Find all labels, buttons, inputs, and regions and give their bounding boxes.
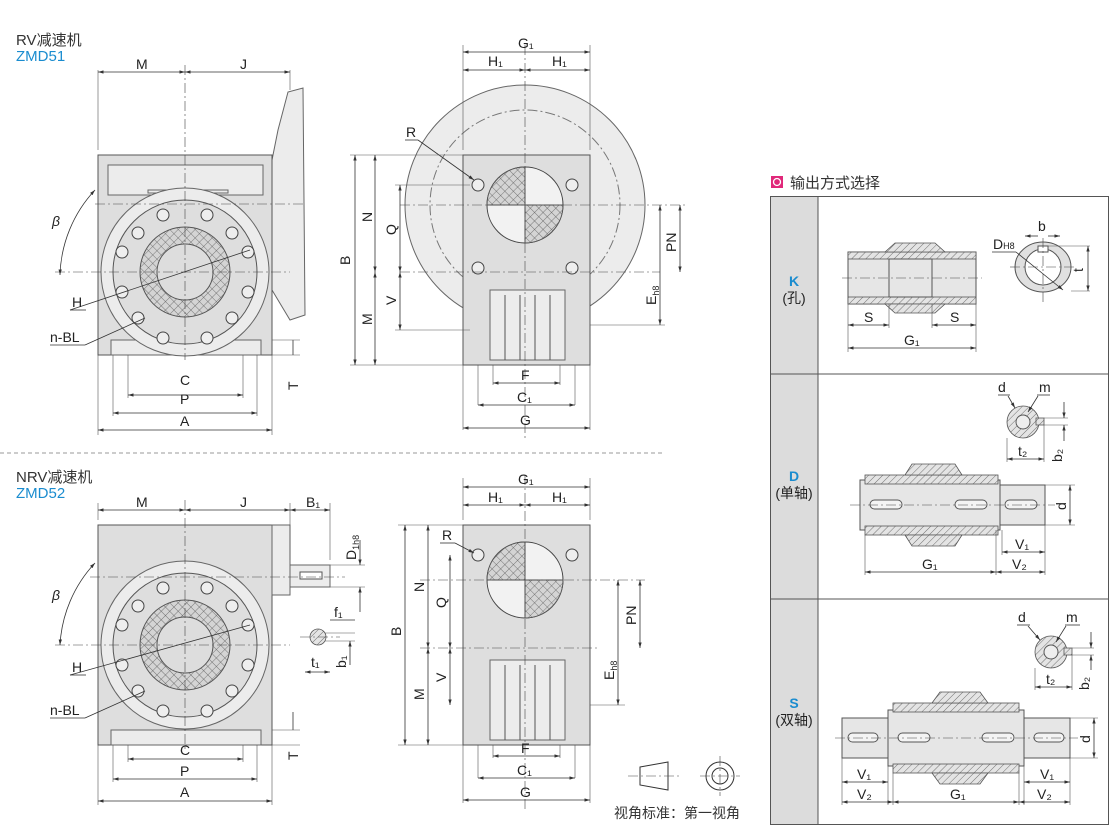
dim-G1: G₁ — [950, 786, 966, 802]
dim-Q: Q — [383, 224, 399, 235]
dim-H1-right: H₁ — [552, 53, 567, 69]
dim-V1-left: V₁ — [857, 766, 871, 782]
dim-A: A — [180, 784, 190, 800]
dim-N: N — [359, 212, 375, 222]
dim-B: B — [337, 256, 353, 265]
cone-icon — [639, 761, 669, 791]
dim-G1: G₁ — [518, 471, 534, 487]
dim-m: m — [1039, 379, 1051, 395]
dim-M: M — [136, 56, 148, 72]
dim-b1: b₁ — [333, 655, 349, 668]
circles-icon — [700, 756, 740, 796]
dim-C: C — [180, 372, 190, 388]
dim-H: H — [72, 659, 82, 675]
dim-V1: V₁ — [1015, 536, 1029, 552]
dim-G1: G₁ — [904, 332, 920, 348]
dim-n-BL: n-BL — [50, 702, 80, 718]
option-name: (双轴) — [775, 712, 812, 728]
dim-b2: b₂ — [1049, 449, 1065, 462]
option-name: (单轴) — [775, 485, 812, 501]
dim-PN: PN — [623, 606, 639, 625]
dim-P: P — [180, 391, 189, 407]
option-code: S — [789, 695, 798, 711]
option-name: (孔) — [782, 290, 805, 306]
dim-T: T — [285, 381, 301, 390]
option-code: D — [789, 468, 799, 484]
dim-G: G — [520, 784, 531, 800]
dim-beta: β — [51, 587, 60, 603]
rv-model: ZMD51 — [16, 48, 65, 65]
output-options-heading: 输出方式选择 — [790, 175, 880, 192]
dim-R: R — [406, 124, 416, 140]
dim-n-BL: n-BL — [50, 329, 80, 345]
rv-front-view: RV减速机 ZMD51 M J β H n-BL — [16, 32, 306, 435]
dim-G1: G₁ — [518, 35, 534, 51]
rv-side-view: G₁ H₁ H₁ R B N M Q V PN Eh8 F C₁ G — [337, 35, 685, 440]
dim-PN: PN — [663, 233, 679, 252]
dim-beta: β — [51, 213, 60, 229]
dim-V: V — [383, 295, 399, 305]
option-row-S: S (双轴) d m t₂ b₂ — [775, 609, 1098, 805]
dim-H1-left: H₁ — [488, 53, 503, 69]
dim-V1-right: V₁ — [1040, 766, 1054, 782]
dim-J: J — [240, 494, 247, 510]
dim-V2-left: V₂ — [857, 786, 872, 802]
dim-H1-left: H₁ — [488, 489, 503, 505]
dim-P: P — [180, 763, 189, 779]
dim-G: G — [520, 412, 531, 428]
dim-T: T — [285, 751, 301, 760]
dim-t2: t₂ — [1018, 443, 1027, 459]
nrv-title: NRV减速机 — [16, 469, 92, 486]
dim-t1: t₁ — [311, 654, 320, 670]
dim-H1-right: H₁ — [552, 489, 567, 505]
nrv-front-view: NRV减速机 ZMD52 M J B₁ D1h8 β — [16, 469, 365, 805]
dim-M: M — [136, 494, 148, 510]
accent-square-icon — [771, 176, 783, 188]
dim-B: B — [388, 627, 404, 636]
dim-R: R — [442, 527, 452, 543]
dim-D1h8: D1h8 — [343, 535, 361, 560]
dim-M-side: M — [359, 313, 375, 325]
dim-B1: B₁ — [306, 494, 320, 510]
dim-b2: b₂ — [1076, 677, 1092, 690]
dim-A: A — [180, 413, 190, 429]
dim-d: d — [1077, 735, 1093, 743]
dim-Q: Q — [433, 597, 449, 608]
dim-t2: t₂ — [1046, 671, 1055, 687]
dim-t: t — [1070, 268, 1086, 272]
dim-V: V — [433, 672, 449, 682]
nrv-side-view: G₁ H₁ H₁ R B N M Q V PN Eh8 F C₁ G — [388, 471, 645, 810]
dim-d: d — [1053, 502, 1069, 510]
nrv-model: ZMD52 — [16, 485, 65, 502]
option-row-D: D (单轴) d m t₂ b₂ d — [775, 379, 1075, 575]
dim-F: F — [521, 367, 530, 383]
dim-E-h8: Eh8 — [643, 286, 661, 305]
option-row-K: K (孔) S S G₁ b DH8 t — [782, 218, 1090, 352]
dim-F: F — [521, 740, 530, 756]
dim-V2-right: V₂ — [1037, 786, 1052, 802]
dim-S-left: S — [864, 309, 873, 325]
dim-f1: f₁ — [334, 604, 343, 620]
dim-M-side: M — [411, 688, 427, 700]
dim-d-small: d — [1018, 609, 1026, 625]
output-options-panel: 输出方式选择 K (孔) S S G₁ b — [770, 175, 1109, 825]
dim-C1: C₁ — [517, 389, 532, 405]
dim-C1: C₁ — [517, 762, 532, 778]
dim-V2: V₂ — [1012, 556, 1027, 572]
dim-E-h8: Eh8 — [601, 661, 619, 680]
dim-D-H8: DH8 — [993, 236, 1015, 252]
dim-N: N — [411, 582, 427, 592]
dim-m: m — [1066, 609, 1078, 625]
projection-caption: 视角标准：第一视角 — [614, 805, 740, 821]
first-angle-projection-symbol: 视角标准：第一视角 — [614, 756, 740, 821]
option-code: K — [789, 273, 799, 289]
dim-d-small: d — [998, 379, 1006, 395]
dim-J: J — [240, 56, 247, 72]
dim-b: b — [1038, 218, 1046, 234]
dim-H: H — [72, 294, 82, 310]
rv-title: RV减速机 — [16, 32, 82, 49]
dim-C: C — [180, 742, 190, 758]
dim-G1: G₁ — [922, 556, 938, 572]
dim-S-right: S — [950, 309, 959, 325]
